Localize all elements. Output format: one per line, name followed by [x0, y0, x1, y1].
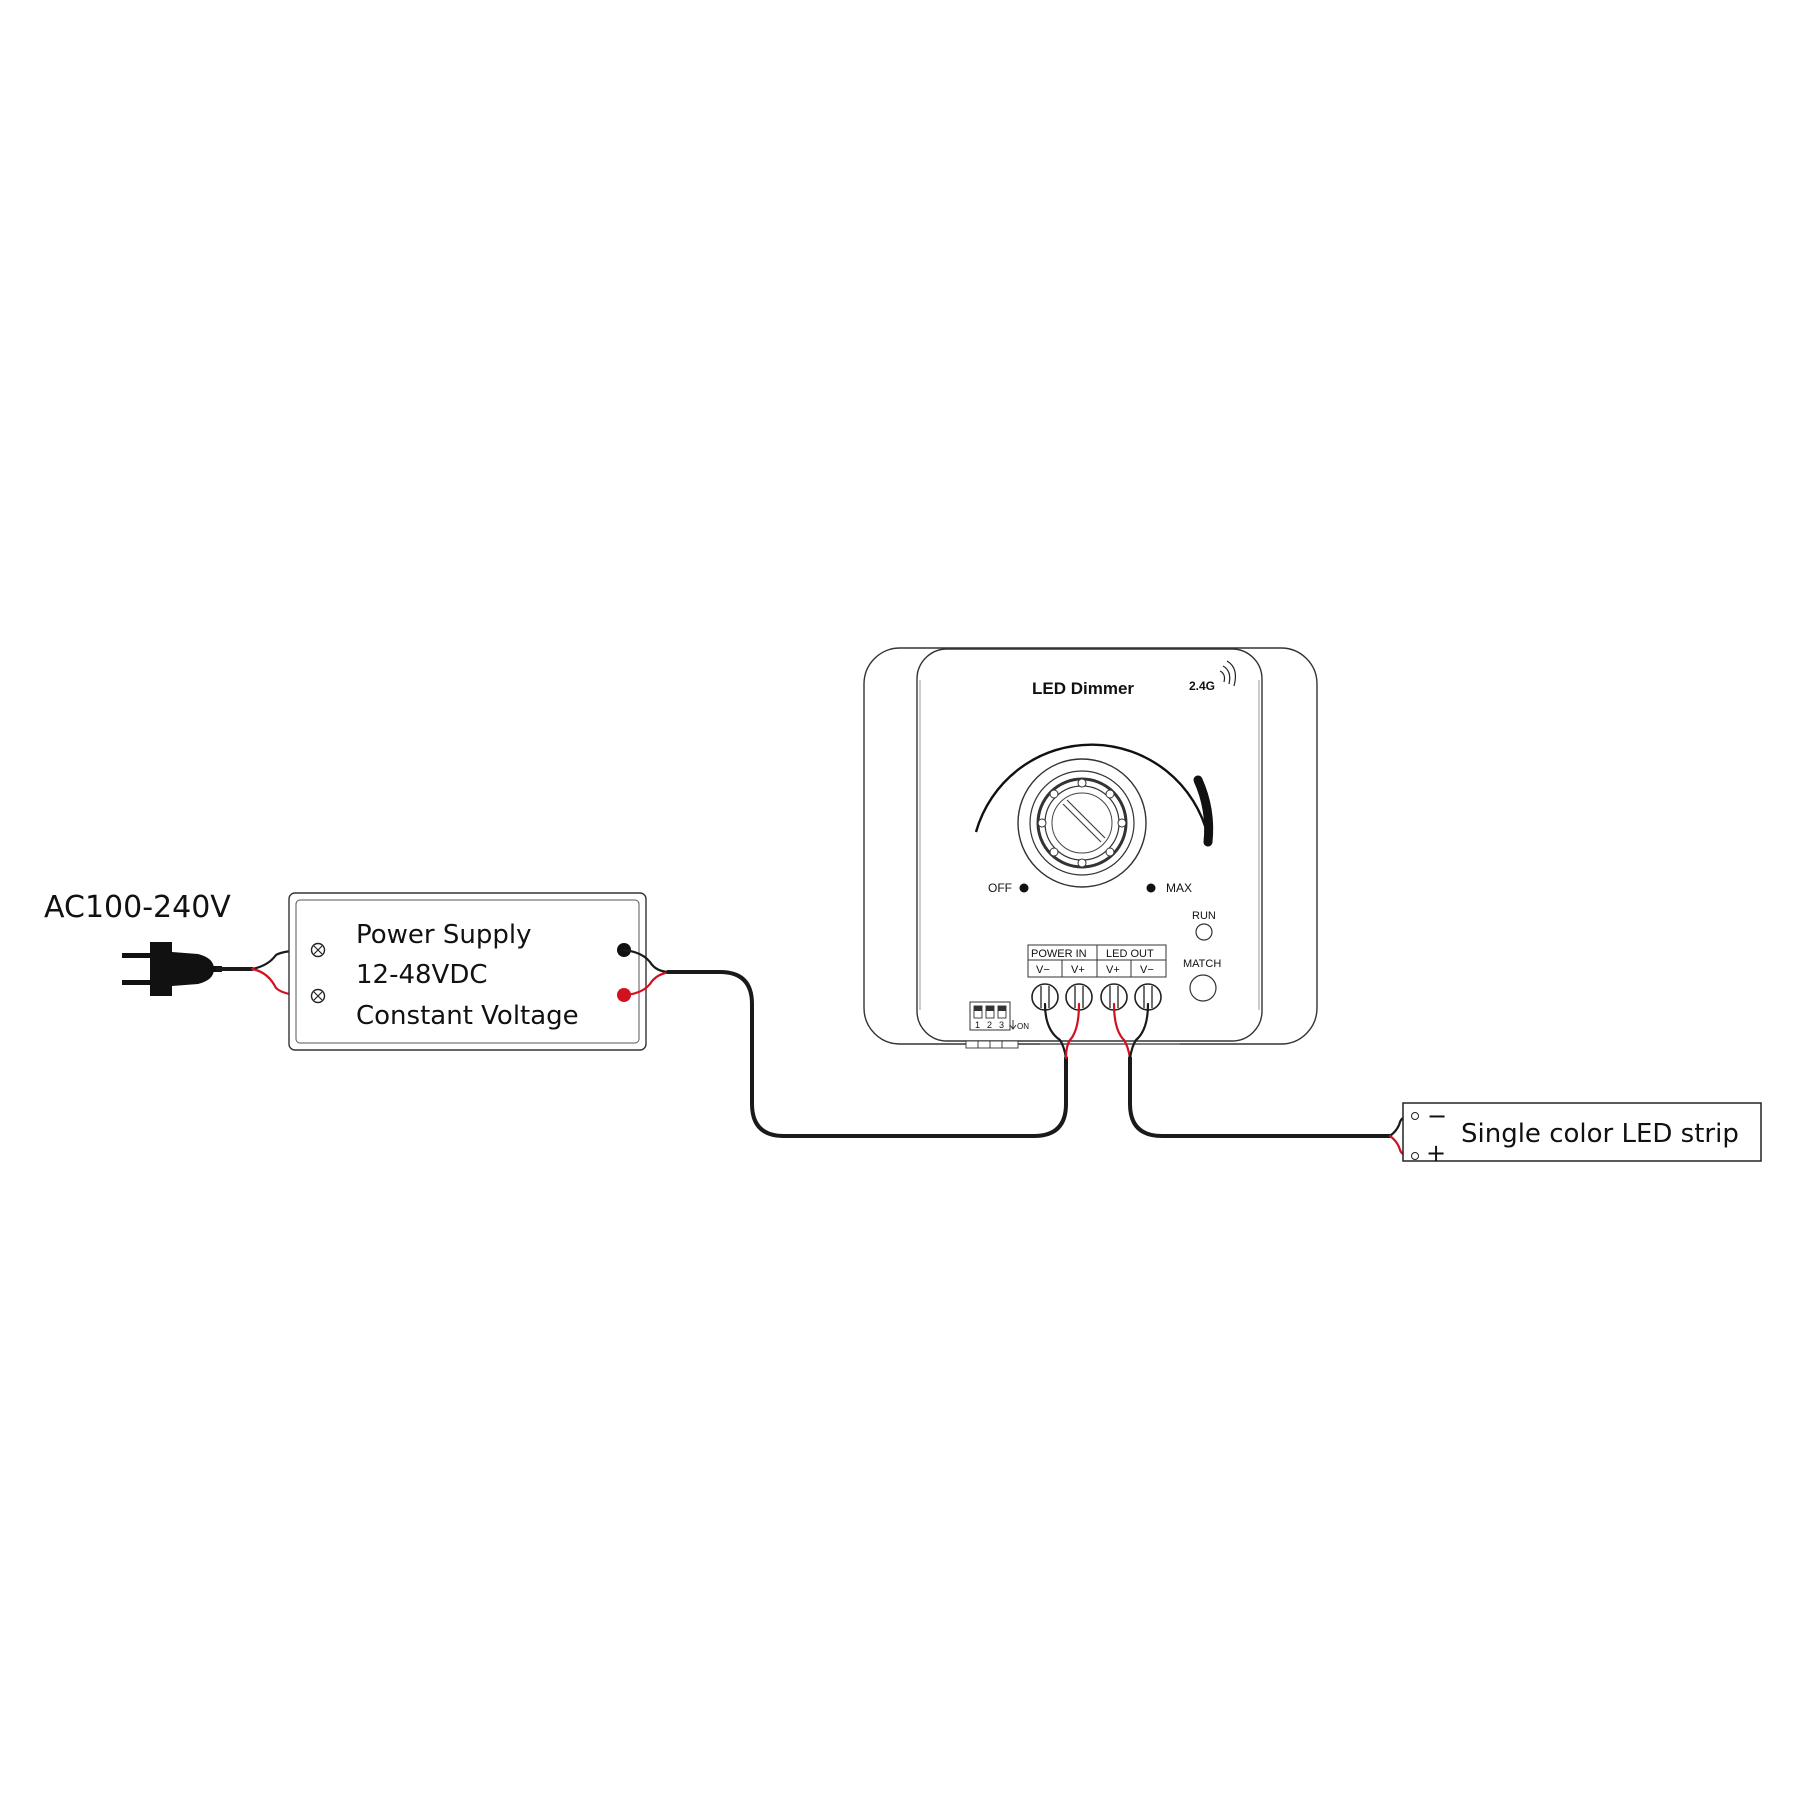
arrow-down-icon — [1009, 1020, 1017, 1030]
wireless-label: 2.4G — [1189, 679, 1215, 693]
terminal-label-2: V+ — [1071, 964, 1085, 976]
dimmer-title: LED Dimmer — [1032, 679, 1134, 698]
power-supply: Power Supply 12-48VDC Constant Voltage — [288, 892, 647, 1051]
psu-to-dimmer-cable — [666, 970, 1068, 1138]
terminal-label-3: V+ — [1106, 964, 1120, 976]
psu-out-positive-wire — [622, 970, 672, 997]
plug-icon — [122, 942, 222, 996]
psu-line3: Constant Voltage — [356, 1001, 579, 1031]
psu-line2: 12-48VDC — [356, 960, 488, 990]
dimmer-knob[interactable] — [1017, 758, 1147, 888]
led-strip: − + Single color LED strip — [1402, 1102, 1762, 1167]
dip-switch[interactable]: 1 2 3 ON — [969, 1001, 1029, 1031]
max-label: MAX — [1166, 881, 1192, 895]
strip-negative-pad-icon — [1411, 1112, 1419, 1120]
power-in-negative-wire — [1043, 1002, 1068, 1060]
dip-on-label: ON — [1017, 1022, 1029, 1031]
ac-terminal-l-icon — [310, 942, 326, 958]
run-led-icon — [1195, 923, 1213, 941]
wireless-signal-icon — [1219, 660, 1237, 687]
psu-out-negative-wire — [622, 948, 672, 974]
led-out-label: LED OUT — [1106, 948, 1154, 960]
dip-number-2: 2 — [987, 1020, 992, 1030]
terminal-screw-icon — [1134, 983, 1162, 1011]
strip-positive-pad-icon — [1411, 1152, 1419, 1160]
dip-number-3: 3 — [999, 1020, 1004, 1030]
led-dimmer: LED Dimmer 2.4G — [863, 647, 1318, 1049]
dial-arc — [974, 743, 1210, 837]
match-button[interactable] — [1189, 974, 1217, 1002]
strip-minus-label: − — [1427, 1102, 1447, 1130]
off-dot-icon — [1019, 883, 1029, 893]
led-out-positive-wire — [1112, 1002, 1132, 1060]
ac-terminal-n-icon — [310, 988, 326, 1004]
strip-label: Single color LED strip — [1461, 1119, 1739, 1149]
terminal-label-4: V− — [1140, 964, 1154, 976]
terminal-label-1: V− — [1036, 964, 1050, 976]
terminal-block: POWER IN LED OUT V− V+ V+ V− — [1027, 944, 1167, 978]
power-in-label: POWER IN — [1031, 948, 1087, 960]
match-label: MATCH — [1183, 958, 1221, 970]
dimmer-to-strip-cable — [1128, 1056, 1392, 1138]
run-label: RUN — [1192, 910, 1216, 922]
power-in-positive-wire — [1064, 1002, 1081, 1060]
led-out-negative-wire — [1128, 1002, 1150, 1060]
max-dot-icon — [1146, 883, 1156, 893]
mains-label: AC100-240V — [44, 890, 231, 925]
off-label: OFF — [988, 881, 1012, 895]
dip-number-1: 1 — [975, 1020, 980, 1030]
strip-plus-label: + — [1426, 1139, 1446, 1167]
dial-arc-max-segment — [1193, 775, 1214, 847]
psu-line1: Power Supply — [356, 920, 531, 950]
